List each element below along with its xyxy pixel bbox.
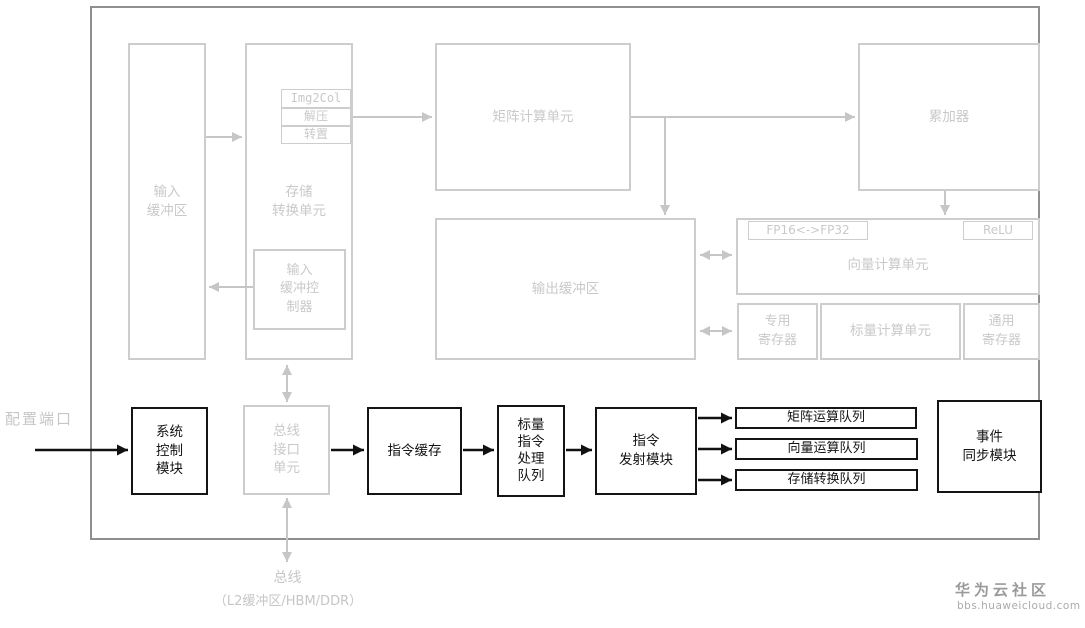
scalar-compute-unit-block: 标量计算单元	[820, 303, 961, 360]
matrix-queue-box: 矩阵运算队列	[735, 407, 917, 429]
watermark-url: bbs.huaweicloud.com	[957, 600, 1081, 612]
special-registers-block: 专用 寄存器	[737, 303, 818, 360]
watermark-title: 华为云社区	[955, 581, 1051, 599]
output-buffer-block: 输出缓冲区	[435, 218, 696, 360]
instruction-cache-block: 指令缓存	[367, 407, 462, 495]
system-control-block: 系统 控制 模块	[131, 407, 208, 495]
decompress-box: 解压	[281, 108, 351, 126]
input-buffer-controller-block: 输入 缓冲控 制器	[253, 249, 346, 330]
matrix-compute-unit-block: 矩阵计算单元	[435, 43, 631, 191]
instruction-dispatch-block: 指令 发射模块	[595, 407, 697, 495]
accumulator-block: 累加器	[858, 43, 1040, 191]
img2col-box: Img2Col	[281, 89, 351, 108]
event-sync-block: 事件 同步模块	[937, 400, 1042, 493]
bus-sublabel: （L2缓冲区/HBM/DDR）	[213, 594, 363, 609]
transpose-box: 转置	[281, 126, 351, 144]
fp16-fp32-box: FP16<->FP32	[748, 221, 868, 240]
general-registers-block: 通用 寄存器	[963, 303, 1040, 360]
vector-queue-box: 向量运算队列	[735, 438, 918, 460]
bus-label: 总线	[273, 570, 302, 586]
relu-box: ReLU	[963, 221, 1033, 240]
bus-interface-unit-block: 总线 接口 单元	[243, 405, 330, 495]
scalar-instruction-queue-block: 标量 指令 处理 队列	[497, 405, 565, 497]
input-buffer-block: 输入 缓冲区	[128, 43, 206, 360]
storage-conversion-queue-box: 存储转换队列	[735, 469, 918, 491]
config-port-label: 配置端口	[5, 410, 74, 428]
